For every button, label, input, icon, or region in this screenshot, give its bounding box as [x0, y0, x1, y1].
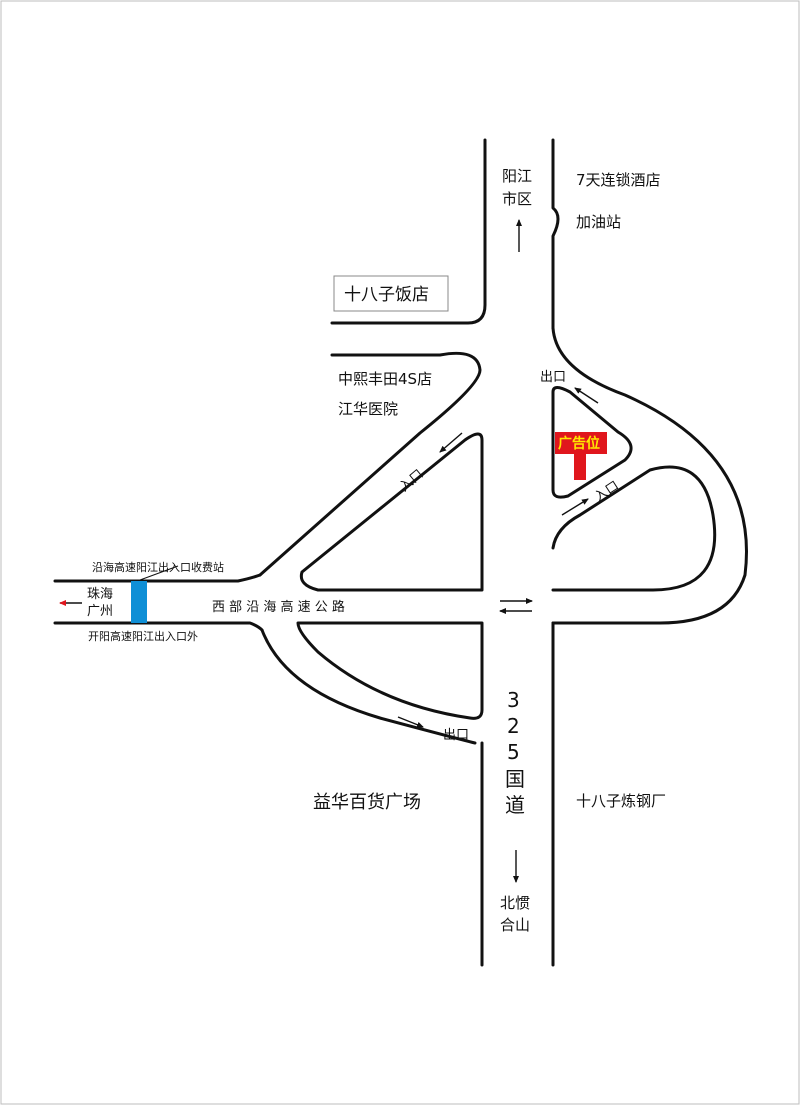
label-beiguan-2: 合山 [500, 916, 530, 934]
arrow-exit-bottom [397, 716, 424, 728]
label-road-325-char-3: 5 [507, 740, 520, 764]
arrow-entrance-right [561, 498, 589, 516]
label-toll-station: 沿海高速阳江出入口收费站 [92, 560, 224, 574]
ramp-exit-triangle [551, 386, 633, 499]
label-exit-top: 出口 [540, 370, 566, 385]
road-325-north-west-edge [330, 138, 487, 325]
arrow-exit-top [574, 387, 599, 404]
ramp-inner-loop [551, 465, 717, 592]
label-road-325-char-2: 2 [507, 714, 520, 738]
label-road-325-char-1: 3 [507, 688, 520, 712]
label-jianghua-hospital: 江华医院 [338, 400, 398, 418]
toll-station-marker [131, 581, 147, 623]
label-zhuhai-1: 珠海 [87, 587, 113, 602]
ad-position-pole [574, 454, 586, 480]
label-road-325-char-4: 国 [505, 767, 525, 791]
label-yangjiang-city-2: 市区 [502, 190, 532, 208]
ramp-upper-left [258, 351, 482, 577]
label-entrance-right: 入口 [592, 479, 622, 506]
ramp-outer-loop [551, 326, 748, 625]
label-yangjiang-city-1: 阳江 [502, 167, 532, 185]
label-yihua-plaza: 益华百货广场 [313, 792, 421, 813]
label-zhongxi-toyota: 中熙丰田4S店 [338, 370, 432, 388]
label-zhuhai-2: 广州 [87, 604, 113, 619]
ramp-left-triangle [299, 432, 484, 592]
label-exit-bottom: 出口 [443, 728, 469, 743]
label-ad-position: 广告位 [558, 435, 600, 452]
ad-position-board [555, 432, 607, 454]
label-road-325-char-5: 道 [505, 793, 525, 817]
expressway-north-edge [53, 573, 262, 583]
expressway-south-edge [53, 621, 264, 632]
label-steel-plant: 十八子炼钢厂 [576, 792, 666, 810]
toll-leader-line [139, 565, 179, 581]
arrow-entrance-left [439, 432, 463, 453]
ramp-lower-left [260, 628, 477, 745]
ramp-lower-triangle [296, 621, 484, 720]
label-expressway: 西 部 沿 海 高 速 公 路 [212, 599, 345, 615]
label-beiguan-1: 北惯 [500, 894, 530, 912]
road-325-north-east-edge [551, 138, 560, 330]
label-restaurant: 十八子饭店 [344, 285, 429, 305]
label-kaiyang-exit: 开阳高速阳江出入口外 [88, 629, 198, 643]
label-hotel-7days: 7天连锁酒店 [576, 171, 661, 189]
label-gas-station: 加油站 [576, 213, 621, 231]
restaurant-box [333, 275, 449, 312]
